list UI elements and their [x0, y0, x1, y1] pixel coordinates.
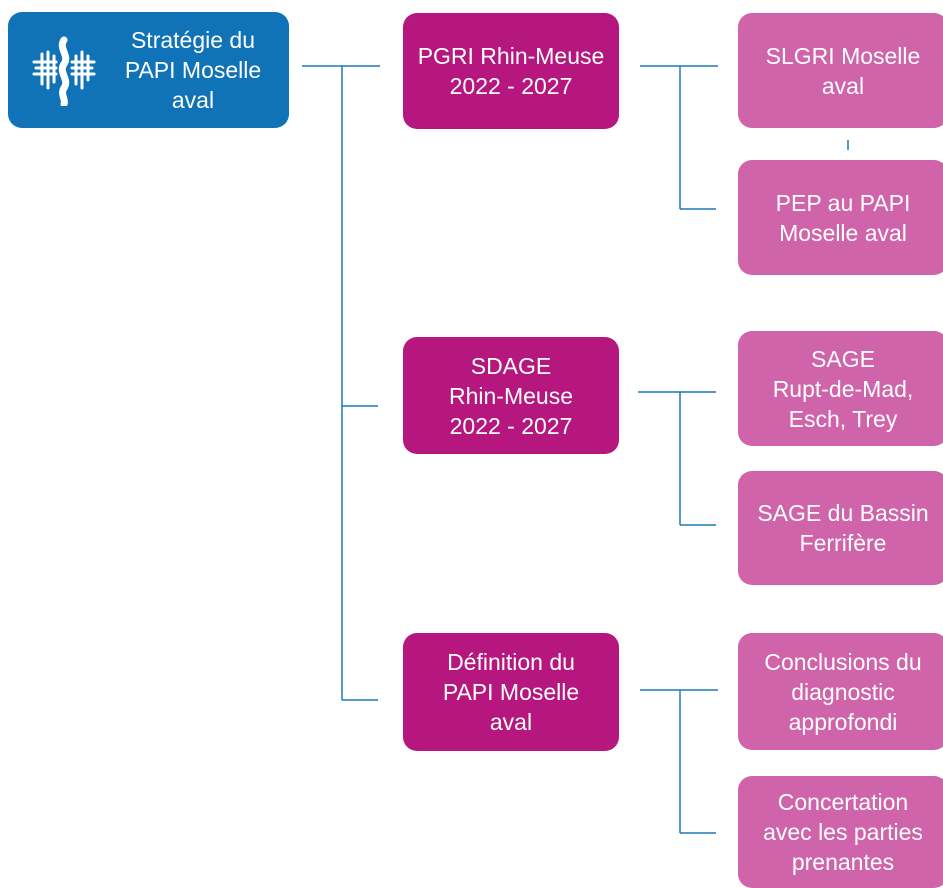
root-node: Stratégie du PAPI Moselle aval: [8, 12, 289, 128]
leaf-node-pep: PEP au PAPI Moselle aval: [738, 160, 943, 275]
branch-node-sdage: SDAGE Rhin-Meuse 2022 - 2027: [403, 337, 619, 454]
leaf-node-slgri: SLGRI Moselle aval: [738, 13, 943, 128]
branch-node-pgri: PGRI Rhin-Meuse 2022 - 2027: [403, 13, 619, 129]
leaf-node-sage-rupt: SAGE Rupt-de-Mad, Esch, Trey: [738, 331, 943, 446]
leaf-node-concertation: Concertation avec les parties prenantes: [738, 776, 943, 888]
branch-node-definition: Définition du PAPI Moselle aval: [403, 633, 619, 751]
papi-logo-icon: [32, 36, 96, 106]
leaf-node-sage-ferrifere: SAGE du Bassin Ferrifère: [738, 471, 943, 585]
root-label: Stratégie du PAPI Moselle aval: [124, 27, 262, 113]
leaf-node-conclusions: Conclusions du diagnostic approfondi: [738, 633, 943, 750]
